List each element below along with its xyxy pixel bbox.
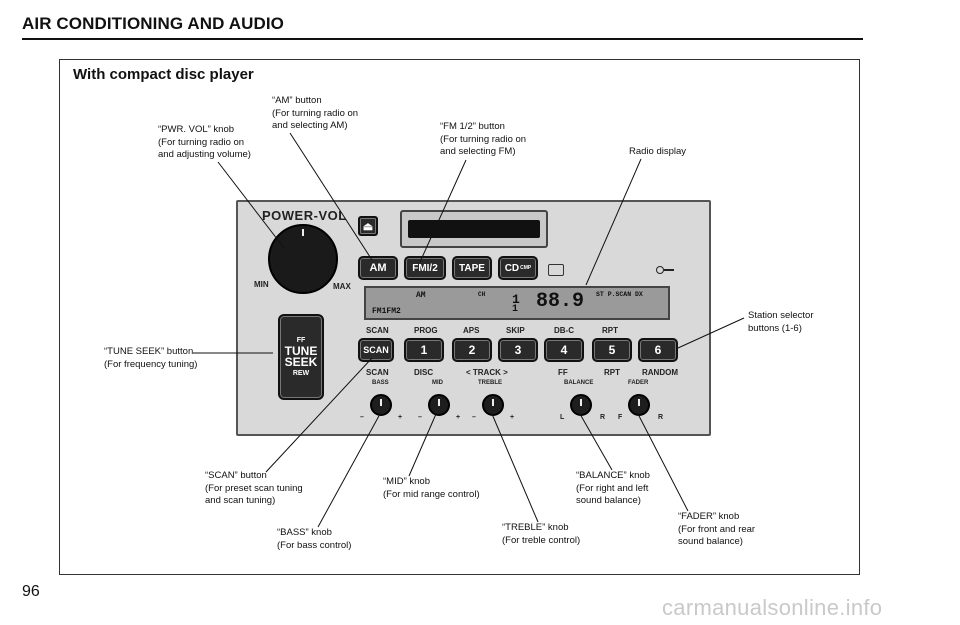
min-label: MIN: [254, 280, 269, 289]
fader-f: F: [618, 414, 623, 421]
mid-plus: +: [456, 414, 461, 421]
callout-balance: “BALANCE” knob (For right and left sound…: [576, 470, 650, 506]
callout-radio-display: Radio display: [629, 146, 687, 157]
lcd-band: FM1FM2: [372, 307, 401, 316]
bass-plus: +: [398, 414, 403, 421]
label-prog: PROG: [414, 326, 438, 335]
balance-knob[interactable]: [570, 394, 592, 416]
bass-label: BASS: [372, 380, 389, 386]
preset-2-button[interactable]: 2: [452, 338, 492, 362]
eject-button[interactable]: ⏏: [358, 216, 378, 236]
power-vol-knob[interactable]: [268, 224, 338, 294]
callout-fader: “FADER” knob (For front and rear sound b…: [678, 511, 756, 547]
panel-title: With compact disc player: [73, 66, 254, 83]
bass-knob[interactable]: [370, 394, 392, 416]
section-title: AIR CONDITIONING AND AUDIO: [22, 14, 284, 33]
callout-am: “AM” button (For turning radio on and se…: [272, 95, 359, 131]
preset-5-button[interactable]: 5: [592, 338, 632, 362]
rew-label: REW: [292, 370, 310, 377]
fader-label: FADER: [628, 380, 649, 386]
scan-button[interactable]: SCAN: [358, 338, 394, 362]
fader-knob[interactable]: [628, 394, 650, 416]
treble-label: TREBLE: [478, 380, 502, 386]
lcd-channel: 1: [512, 292, 520, 307]
fader-r: R: [658, 414, 664, 421]
watermark: carmanualsonline.info: [662, 595, 883, 620]
label-dbc: DB-C: [554, 326, 574, 335]
lcd-ch: CH: [478, 291, 486, 298]
callout-scan: “SCAN” button (For preset scan tuning an…: [205, 470, 303, 506]
treble-knob[interactable]: [482, 394, 504, 416]
seek-label: SEEK: [284, 355, 318, 369]
treble-plus: +: [510, 414, 515, 421]
cassette-slot: [400, 210, 548, 248]
callout-treble: “TREBLE” knob (For treble control): [502, 522, 581, 546]
lcd-frequency: 88.9: [536, 290, 585, 313]
bass-minus: –: [360, 414, 364, 421]
balance-r: R: [600, 414, 606, 421]
power-vol-label: POWER-VOL: [262, 208, 347, 223]
label-aps: APS: [463, 326, 480, 335]
lcd-am: AM: [416, 291, 426, 300]
radio-display: AM CH 1 1 88.9 ST P.SCAN DX FM1FM2: [364, 286, 670, 320]
tune-label: TUNE: [284, 344, 318, 358]
balance-label: BALANCE: [564, 380, 594, 386]
label-ff: FF: [558, 368, 568, 377]
mid-knob[interactable]: [428, 394, 450, 416]
ff-label: FF: [296, 337, 306, 344]
callout-pwr-vol: “PWR. VOL” knob (For turning radio on an…: [158, 124, 251, 160]
mid-label: MID: [432, 380, 443, 386]
callout-fm12: “FM 1/2” button (For turning radio on an…: [440, 121, 527, 157]
callout-mid: “MID” knob (For mid range control): [383, 476, 480, 500]
callout-tune-seek: “TUNE SEEK” button (For frequency tuning…: [104, 346, 198, 370]
preset-6-button[interactable]: 6: [638, 338, 678, 362]
label-disc: DISC: [414, 368, 434, 377]
treble-minus: –: [472, 414, 476, 421]
label-rpt-top: RPT: [602, 326, 618, 335]
lcd-indicators: ST P.SCAN DX: [596, 291, 643, 298]
preset-1-button[interactable]: 1: [404, 338, 444, 362]
tape-button[interactable]: TAPE: [452, 256, 492, 280]
callout-bass: “BASS” knob (For bass control): [277, 527, 352, 551]
label-scan-top: SCAN: [366, 326, 389, 335]
label-rpt-bottom: RPT: [604, 368, 620, 377]
mid-minus: –: [418, 414, 422, 421]
label-random: RANDOM: [642, 368, 678, 377]
figure-panel: [59, 59, 860, 575]
label-track: < TRACK >: [466, 368, 508, 377]
preset-4-button[interactable]: 4: [544, 338, 584, 362]
cd-logo-icon: [548, 264, 564, 276]
fm12-button[interactable]: FMI/2: [404, 256, 446, 280]
eject-icon: ⏏: [362, 220, 374, 233]
label-skip: SKIP: [506, 326, 525, 335]
lcd-channel-2: 1: [512, 304, 519, 315]
key-icon: [656, 266, 676, 274]
max-label: MAX: [333, 282, 351, 291]
am-button[interactable]: AM: [358, 256, 398, 280]
balance-l: L: [560, 414, 565, 421]
preset-3-button[interactable]: 3: [498, 338, 538, 362]
label-scan-bottom: SCAN: [366, 368, 389, 377]
page-number: 96: [22, 583, 40, 600]
callout-station-selector: Station selector buttons (1-6): [748, 310, 814, 334]
tune-seek-button[interactable]: FF TUNE SEEK REW: [278, 314, 324, 400]
header-rule: [22, 38, 863, 40]
